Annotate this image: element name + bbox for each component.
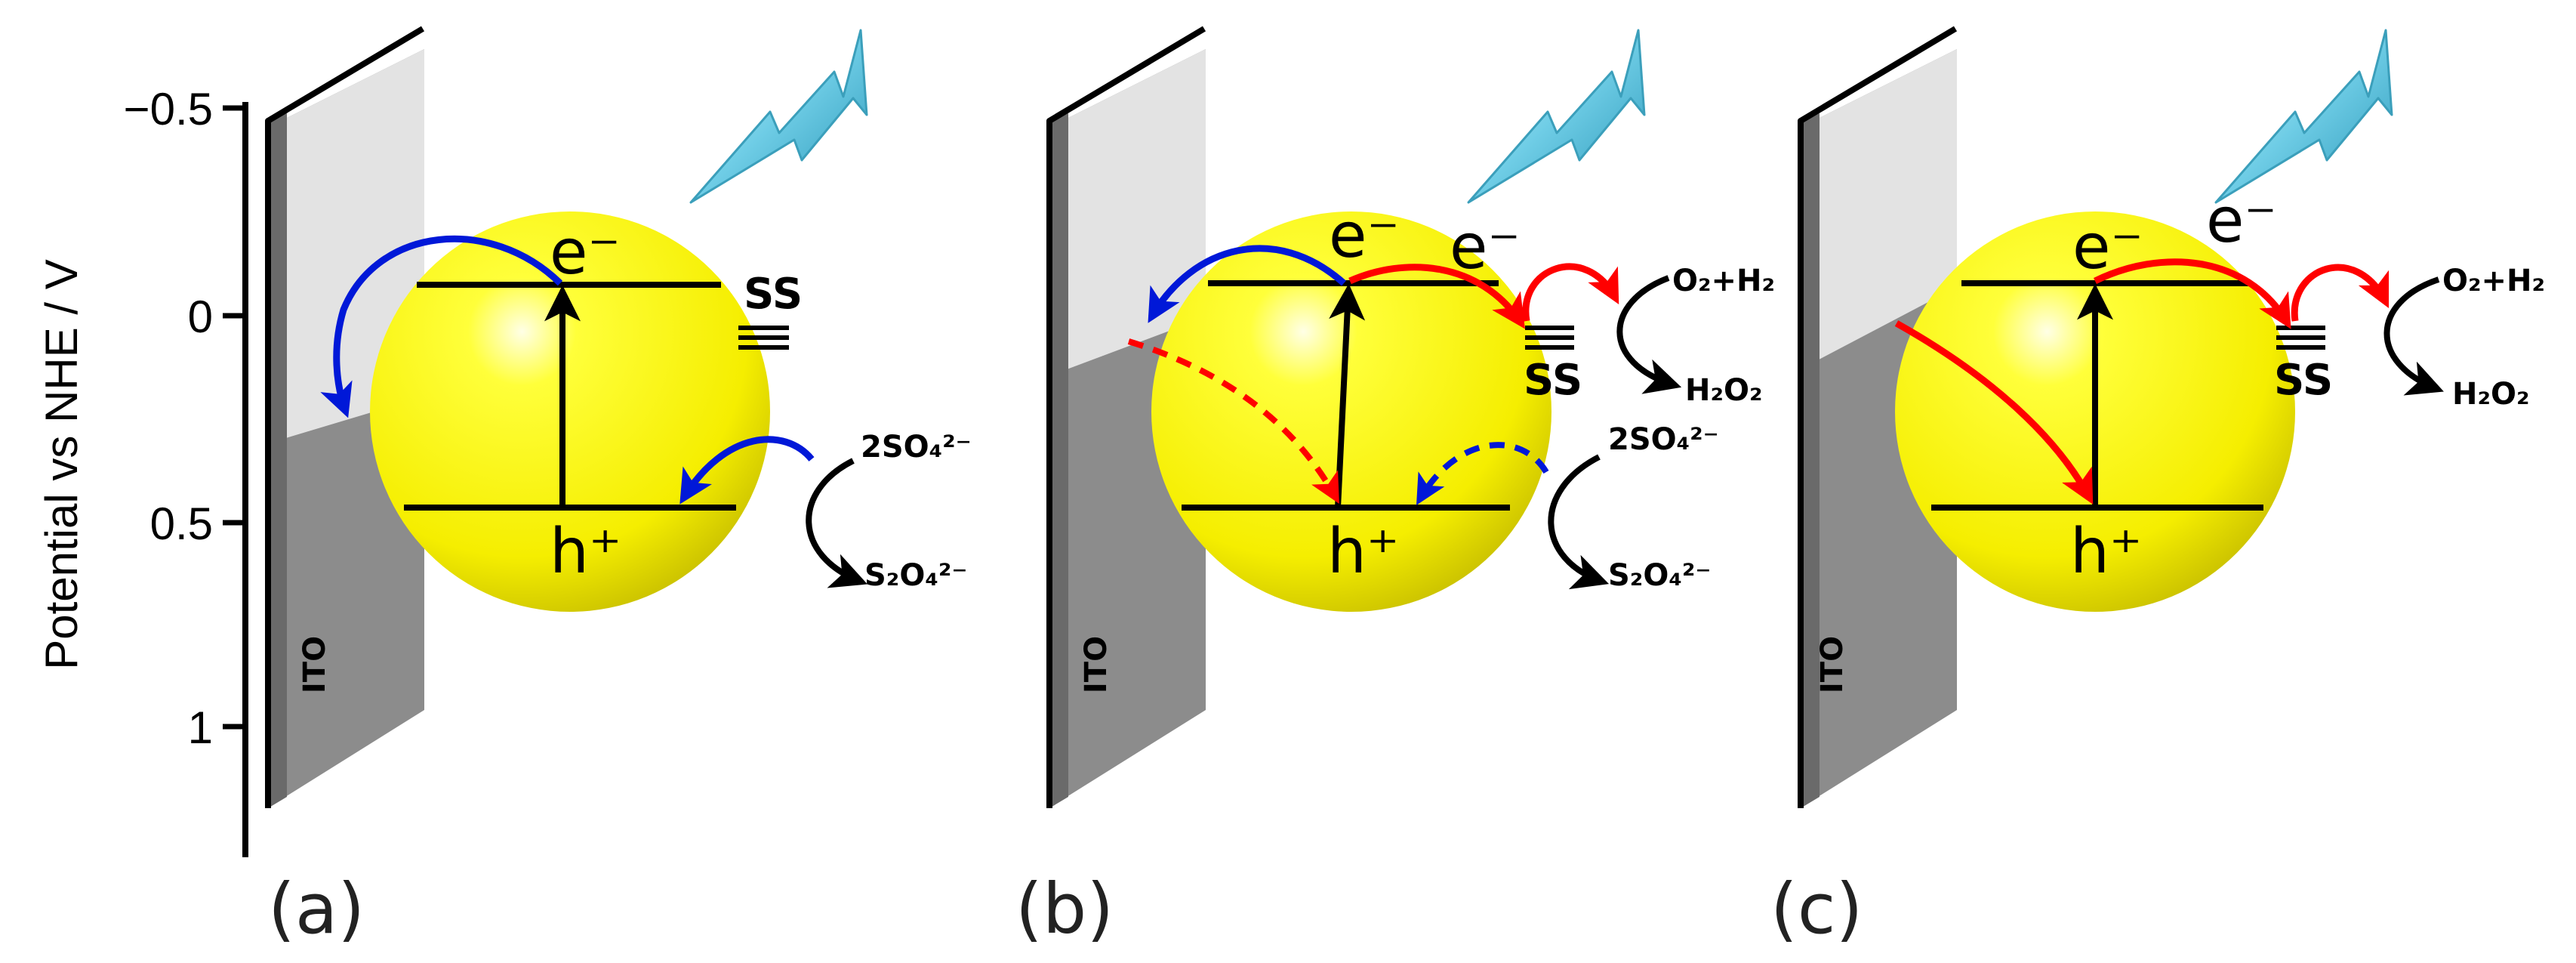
product-label: S₂O₄²⁻	[1608, 558, 1711, 593]
surface-state-label: SS	[744, 270, 803, 319]
electron-injection-arrow	[1148, 245, 1346, 323]
reactant-label: 2SO₄²⁻	[861, 430, 972, 465]
panel-c: ITO e⁻ e⁻ h⁺ SS O₂+H₂ H₂O₂ (c)	[1770, 26, 2545, 949]
reduction-arrow	[2383, 276, 2444, 396]
nanoparticle	[1151, 211, 1551, 612]
recombination-arrow	[1127, 338, 1339, 505]
lightning-icon	[689, 29, 868, 204]
ss-to-oxygen-arrow	[2291, 264, 2390, 322]
ito-electrode: ITO	[265, 26, 425, 808]
electrode-label: ITO	[1079, 636, 1114, 693]
panel-a: ITO e⁻ h⁺ SS 2SO₄²⁻ S₂O₄²⁻ (a)	[265, 26, 972, 949]
nanoparticle	[370, 211, 770, 612]
lightning-icon	[2214, 29, 2393, 204]
electron-label: e⁻	[1329, 200, 1400, 272]
surface-state-icon	[1525, 326, 1574, 350]
surface-state-label: SS	[2274, 356, 2333, 405]
ss-to-oxygen-arrow	[1522, 263, 1619, 322]
panel-label: (a)	[268, 869, 365, 949]
panel-label: (b)	[1015, 869, 1114, 949]
panel-b: ITO e⁻ e⁻ h⁺ SS O₂+H₂ H₂O₂ 2SO₄²⁻ S₂O₄²⁻…	[1015, 26, 1775, 949]
reactant-label: O₂+H₂	[1672, 264, 1775, 298]
electrode-label: ITO	[297, 636, 332, 693]
surface-state-label: SS	[1524, 356, 1582, 405]
surface-state-icon	[2276, 326, 2325, 350]
excitation-arrow	[1329, 283, 1366, 508]
hole-label: h⁺	[2070, 516, 2142, 588]
product-label: H₂O₂	[2452, 377, 2530, 412]
hole-scavenging-arrow	[679, 436, 815, 505]
electron-to-ss-arrow	[1348, 264, 1525, 329]
potential-axis: −0.5 0 0.5 1 Potential vs NHE / V	[36, 84, 248, 857]
electron-to-ss-arrow	[2094, 258, 2291, 329]
product-label: S₂O₄²⁻	[864, 558, 967, 593]
tick-label: −0.5	[124, 84, 213, 134]
oxidation-arrow	[1548, 454, 1610, 590]
electron-label: e⁻	[550, 217, 621, 289]
product-label: H₂O₂	[1685, 373, 1763, 408]
axis-title: Potential vs NHE / V	[36, 259, 87, 670]
ito-electrode: ITO	[1798, 26, 1958, 808]
hole-label: h⁺	[550, 516, 621, 588]
reactant-label: 2SO₄²⁻	[1608, 422, 1719, 457]
electron-label: e⁻	[1450, 211, 1521, 283]
tick-label: 0.5	[150, 498, 213, 549]
tick-label: 0	[188, 292, 213, 342]
panel-label: (c)	[1770, 869, 1863, 949]
back-transfer-arrow	[1894, 320, 2094, 505]
lightning-icon	[1467, 29, 1646, 204]
surface-state-icon	[738, 326, 789, 350]
electrode-label: ITO	[1815, 636, 1850, 693]
electron-label: e⁻	[2206, 185, 2277, 257]
electron-label: e⁻	[2072, 211, 2143, 283]
tick-label: 1	[188, 702, 213, 753]
reduction-arrow	[1616, 275, 1682, 394]
electron-injection-arrow	[320, 235, 563, 418]
hole-label: h⁺	[1327, 516, 1399, 588]
oxidation-arrow	[806, 458, 867, 588]
reactant-label: O₂+H₂	[2442, 264, 2545, 298]
hole-scavenging-arrow	[1416, 442, 1549, 505]
